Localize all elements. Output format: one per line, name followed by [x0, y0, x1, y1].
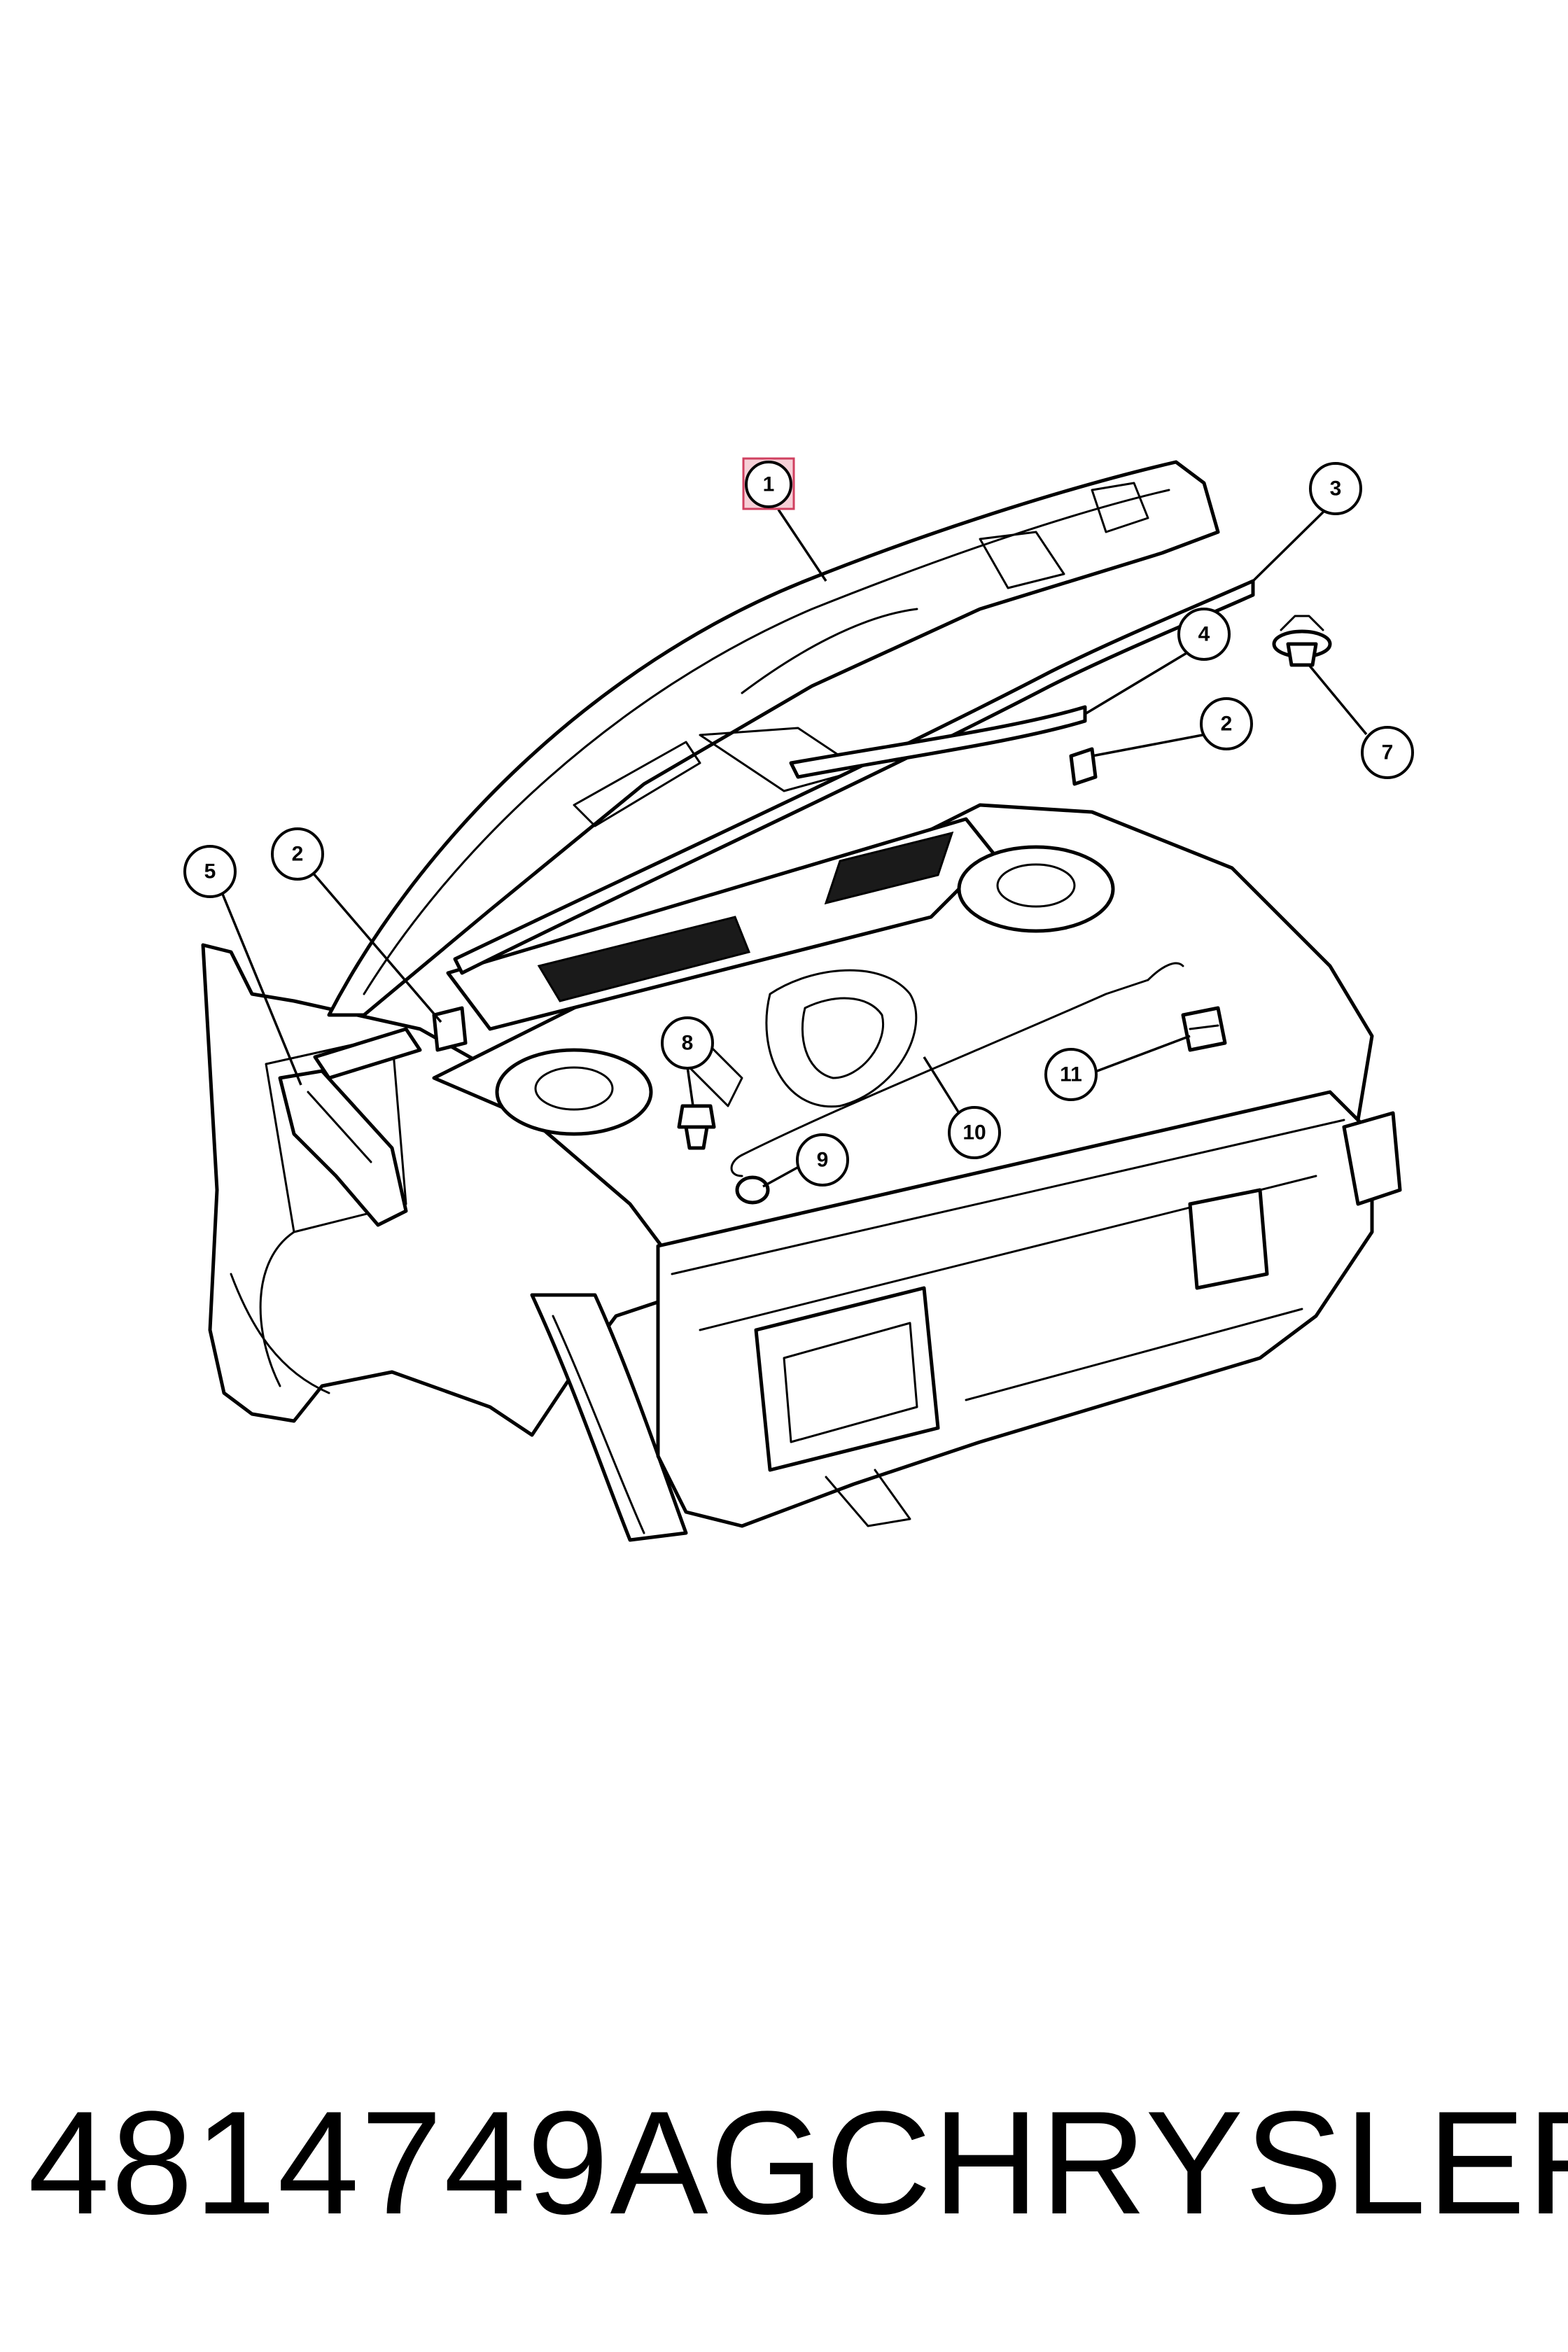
callout-7: 7: [1361, 726, 1414, 779]
callout-label: 2: [292, 843, 304, 866]
callout-11: 11: [1044, 1048, 1098, 1101]
radiator-support: [656, 1090, 1402, 1528]
callout-10: 10: [948, 1106, 1001, 1159]
prop-rod: [730, 962, 1184, 1177]
callout-label: 7: [1382, 741, 1394, 764]
hood-bumper-stop: [735, 1175, 770, 1205]
callout-label: 1: [763, 473, 775, 496]
callout-label: 10: [962, 1121, 986, 1144]
callout-3: 3: [1309, 462, 1362, 515]
callout-label: 11: [1060, 1063, 1082, 1086]
hood-bumper-right: [1069, 747, 1098, 786]
hood-bumper-left: [432, 1006, 468, 1052]
callout-8: 8: [661, 1016, 714, 1070]
callout-label: 3: [1330, 477, 1342, 500]
part-number: 4814749AG: [28, 2080, 825, 2245]
leader-lines: [219, 503, 1368, 1188]
brand-name: CHRYSLER: [825, 2080, 1568, 2245]
callout-2-right: 2: [1200, 697, 1253, 750]
callout-label: 2: [1221, 713, 1233, 736]
callout-label: 8: [682, 1032, 694, 1055]
callout-label: 5: [204, 860, 216, 883]
hood-latch: [1181, 1006, 1227, 1052]
callout-label: 9: [817, 1149, 829, 1172]
callout-2-left: 2: [271, 827, 324, 881]
part-number-caption: 4814749AG CHRYSLER: [28, 2072, 1568, 2254]
hood-hinge: [278, 1027, 422, 1227]
callout-4: 4: [1177, 608, 1231, 661]
callout-9: 9: [796, 1133, 849, 1186]
wheel-arch: [530, 1293, 688, 1542]
callout-label: 4: [1198, 623, 1210, 646]
callout-5: 5: [183, 845, 237, 898]
hood: [327, 460, 1220, 1017]
hood-seal: [453, 579, 1255, 975]
prop-rod-grommet: [677, 1104, 716, 1150]
push-pin: [1272, 615, 1332, 667]
weatherstrip: [789, 705, 1087, 779]
callout-1: 1: [742, 457, 795, 510]
